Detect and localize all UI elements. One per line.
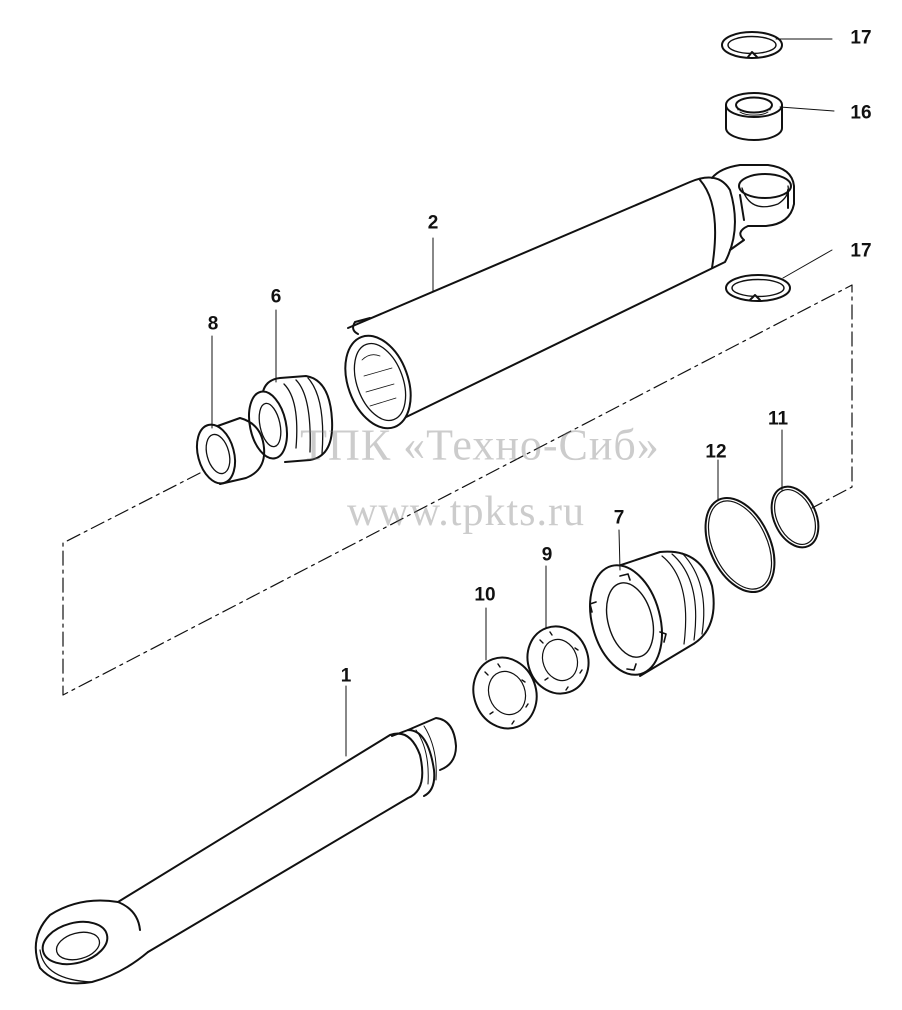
callout-8: 8 bbox=[207, 313, 219, 335]
part-2-cylinder-barrel bbox=[344, 164, 795, 430]
part-7-gland-nut bbox=[589, 550, 715, 677]
callout-17-bottom: 17 bbox=[850, 240, 872, 262]
callout-10: 10 bbox=[474, 584, 496, 606]
part-1-piston-rod bbox=[34, 717, 457, 985]
assembly-axis-lines bbox=[62, 284, 853, 696]
part-9-wiper bbox=[526, 625, 590, 695]
watermark-company: ТПК «Техно-Сиб» bbox=[300, 420, 660, 470]
callout-11: 11 bbox=[767, 408, 789, 430]
callout-9: 9 bbox=[541, 544, 553, 566]
callout-7: 7 bbox=[613, 507, 625, 529]
callout-2: 2 bbox=[427, 212, 439, 234]
part-6-piston bbox=[248, 375, 334, 463]
watermark-url: www.tpkts.ru bbox=[347, 489, 585, 535]
part-16-bushing bbox=[725, 92, 783, 141]
callout-12: 12 bbox=[705, 441, 727, 463]
callout-6: 6 bbox=[270, 286, 282, 308]
part-17-snap-ring-top bbox=[721, 31, 783, 59]
callout-16: 16 bbox=[850, 102, 872, 124]
part-10-seal bbox=[472, 656, 538, 730]
part-17-snap-ring-bottom bbox=[725, 274, 791, 302]
part-12-o-ring bbox=[704, 496, 776, 594]
callout-1: 1 bbox=[340, 665, 352, 687]
callout-leader-lines bbox=[211, 38, 835, 757]
part-8-nut bbox=[195, 417, 266, 485]
part-11-o-ring bbox=[770, 485, 820, 549]
callout-17-top: 17 bbox=[850, 27, 872, 49]
